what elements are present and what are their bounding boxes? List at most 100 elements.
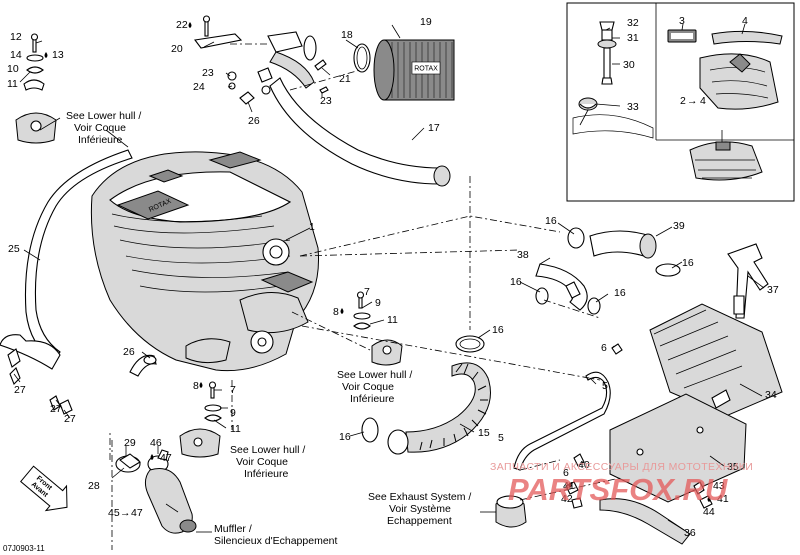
callout: 7 [364,286,370,298]
callout: 47 [160,452,172,464]
callout: 28 [88,480,100,492]
hose-17 [269,77,451,187]
callout: 27 [14,384,26,396]
svg-text:Echappement: Echappement [387,515,452,527]
callout: 39 [673,220,685,232]
watermark-logo: PARTSFOX.RU [508,472,729,507]
callout: 33 [627,101,639,113]
watermark: ЗАПЧАСТИ И АКСЕССУАРЫ ДЛЯ МОТОТЕХНИКИ PA… [490,461,753,507]
callout: 25 [8,243,20,255]
note-lower-hull-1: See Lower hull / Voir Coque Inférieure [66,110,141,146]
callout: 36 [684,527,696,539]
arrow-symbol: → [687,95,698,107]
intake-adapter [267,31,317,89]
callout: 5 [498,432,504,444]
callout: 1 [309,221,315,233]
callout: 21 [339,73,351,85]
callout: 6 [563,467,569,479]
svg-text:Silencieux d'Echappement: Silencieux d'Echappement [214,535,337,547]
callout: 47 [131,507,143,519]
drop-symbols [44,22,711,502]
clamp-16-lower [361,417,379,443]
pipe-36 [599,498,691,545]
callout: 45 [108,507,120,519]
note-muffler: Muffler / Silencieux d'Echappement [196,523,337,547]
svg-text:Inférieure: Inférieure [244,468,289,480]
svg-text:Inférieure: Inférieure [78,134,123,146]
svg-text:Voir Coque: Voir Coque [236,456,288,468]
engine-mini [689,141,763,181]
small-fasteners [194,15,329,105]
hose-15 [387,335,491,455]
callouts: 12 14 13 10 11 25 1 22 20 23 24 26 18 19… [7,15,779,539]
clip-part [578,97,598,111]
callout: 26 [123,346,135,358]
callout: 38 [517,249,529,261]
svg-text:See Lower hull /: See Lower hull / [66,110,141,122]
watermark-text: ЗАПЧАСТИ И АКСЕССУАРЫ ДЛЯ МОТОТЕХНИКИ [490,461,753,473]
callout: 46 [150,437,162,449]
callout: 17 [428,122,440,134]
callout: 34 [765,389,777,401]
hose-38 [535,263,601,315]
callout: 2 [680,95,686,107]
engine-block: ROTAX [90,151,320,372]
inset-panel [566,2,795,202]
waterbox-34 [649,303,783,417]
callout: 8 [333,306,339,318]
callout: 32 [627,17,639,29]
callout: 13 [52,49,64,61]
callout: 22 [176,19,188,31]
hose-39 [567,227,657,259]
callout: 11 [7,78,18,90]
callout: 26 [248,115,260,127]
clamp-18 [353,43,371,73]
callout: 15 [478,427,490,439]
callout: 11 [387,314,398,326]
callout: 42 [561,493,573,505]
callout: 12 [10,31,22,43]
motor-mount-right [353,291,403,366]
air-filter: ROTAX [373,39,455,101]
callout: 4 [742,15,748,27]
svg-text:Inférieure: Inférieure [350,393,395,405]
callout: 16 [614,287,626,299]
note-exhaust-system: See Exhaust System / Voir Système Echapp… [368,491,496,527]
plate-35 [609,393,747,503]
filter-brand-label: ROTAX [414,66,438,73]
callout: 7 [230,384,236,396]
callout: 11 [230,423,241,435]
decal-4 [711,30,783,45]
callout: 8 [193,380,199,392]
callout: 9 [230,407,236,419]
motor-mount-lower [179,381,222,458]
callout: 27 [64,413,76,425]
callout: 24 [193,81,205,93]
callout: 16 [545,215,557,227]
bracket-37 [727,243,769,319]
callout: 35 [727,461,739,473]
svg-text:Muffler /: Muffler / [214,523,252,535]
svg-text:See Lower hull /: See Lower hull / [337,369,412,381]
callout: 20 [171,43,183,55]
callout: 14 [10,49,22,61]
muffler-assembly [115,449,197,534]
callout: 6 [601,342,607,354]
callout: 16 [682,257,694,269]
callout: 43 [713,480,725,492]
callout: 27 [50,403,62,415]
front-arrow: Front Avant [20,465,68,512]
exhaust-outlet [495,495,527,528]
svg-text:Voir Coque: Voir Coque [342,381,394,393]
callout: 16 [510,276,522,288]
callout: 31 [627,32,639,44]
callout: 3 [679,15,685,27]
water-hose-25 [0,149,133,370]
callout: 37 [767,284,779,296]
svg-text:See Lower hull /: See Lower hull / [230,444,305,456]
screw-assembly [597,21,617,85]
callout: 16 [492,324,504,336]
callout: 23 [202,67,214,79]
callout: 9 [375,297,381,309]
